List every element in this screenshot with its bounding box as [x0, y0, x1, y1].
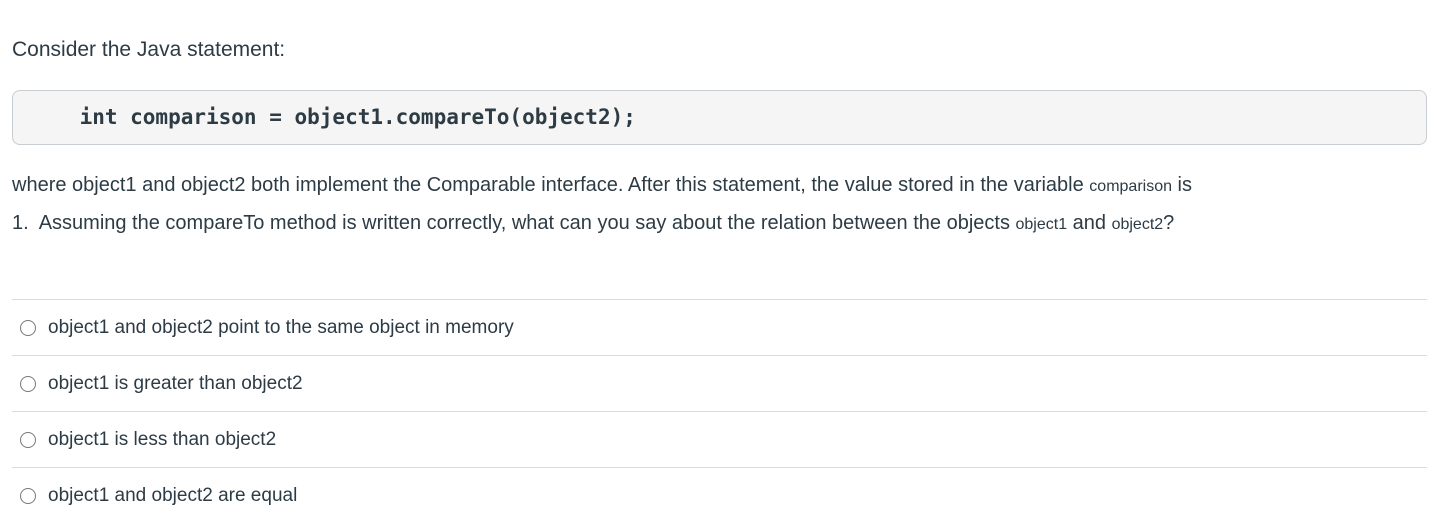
answer-label-option-3[interactable]: object1 is less than object2	[48, 428, 277, 450]
answer-options-list: object1 and object2 point to the same ob…	[12, 299, 1427, 523]
answer-option-2: object1 is greater than object2	[12, 355, 1427, 411]
radio-button-option-1[interactable]	[20, 319, 36, 336]
inline-code-object2: object2	[1111, 216, 1164, 233]
answer-option-4: object1 and object2 are equal	[12, 467, 1427, 523]
answer-option-1: object1 and object2 point to the same ob…	[12, 299, 1427, 355]
inline-code-object1: object1	[1015, 216, 1068, 233]
radio-button-option-3[interactable]	[20, 431, 36, 448]
answer-label-option-4[interactable]: object1 and object2 are equal	[48, 484, 298, 506]
radio-button-option-4[interactable]	[20, 487, 36, 504]
code-block: int comparison = object1.compareTo(objec…	[12, 90, 1427, 145]
inline-code-comparison: comparison	[1089, 178, 1172, 195]
question-text-part5: ?	[1163, 212, 1175, 234]
question-text-part4: and	[1067, 212, 1112, 234]
answer-label-option-1[interactable]: object1 and object2 point to the same ob…	[48, 316, 514, 338]
question-text-part2: is	[1172, 174, 1192, 196]
question-intro: Consider the Java statement:	[12, 38, 286, 61]
question-text: where object1 and object2 both implement…	[12, 167, 1427, 243]
question-text-part1: where object1 and object2 both implement…	[12, 174, 1090, 196]
answer-label-option-2[interactable]: object1 is greater than object2	[48, 372, 303, 394]
question-text-part3: 1. Assuming the compareTo method is writ…	[12, 212, 1016, 234]
radio-button-option-2[interactable]	[20, 375, 36, 392]
answer-option-3: object1 is less than object2	[12, 411, 1427, 467]
